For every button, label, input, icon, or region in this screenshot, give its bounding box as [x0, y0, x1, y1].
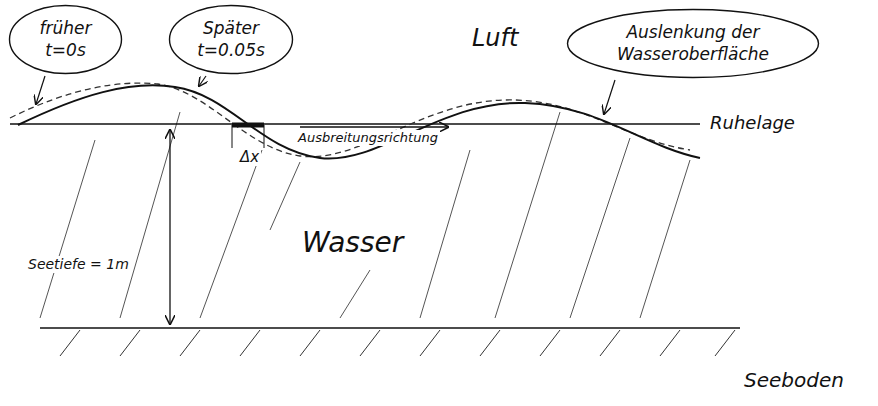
- leader-line: [36, 76, 45, 104]
- diagram-label: Ruhelage: [708, 112, 797, 134]
- callout-bubble: Auslenkung der Wasseroberfläche: [566, 8, 820, 79]
- delta-x-segment: [232, 123, 264, 128]
- callout-text: früher t=0s: [30, 18, 102, 61]
- depth-arrow: [169, 130, 170, 324]
- bubble-ellipse: [170, 6, 293, 74]
- callout-bubble: früher t=0s: [8, 4, 123, 75]
- diagram-label: Δx: [238, 148, 261, 166]
- bubble-ellipse: [568, 10, 819, 78]
- diagram-label: Wasser: [300, 226, 405, 260]
- diagram-label: Seeboden: [742, 368, 846, 392]
- direction-arrow: [300, 126, 448, 127]
- earlier-wave: [10, 83, 690, 157]
- delta-x-tick: [232, 125, 233, 148]
- later-wave: [18, 85, 700, 158]
- rest-line: [10, 123, 700, 124]
- callout-text: Später t=0.05s: [191, 18, 271, 61]
- callout-text: Auslenkung der Wasseroberfläche: [608, 22, 778, 65]
- sea-floor: [40, 327, 740, 329]
- leader-line: [199, 76, 206, 86]
- water-hatching: [40, 112, 690, 318]
- bubble-ellipse: [10, 6, 122, 74]
- diagram-label: Luft: [470, 24, 520, 53]
- callout-bubble: Später t=0.05s: [168, 4, 294, 75]
- leader-line: [604, 80, 615, 114]
- floor-hatching: [60, 330, 735, 356]
- diagram-label: Seetiefe = 1m: [26, 256, 131, 273]
- diagram-label: Ausbreitungsrichtung: [296, 130, 440, 146]
- delta-x-tick: [264, 125, 265, 148]
